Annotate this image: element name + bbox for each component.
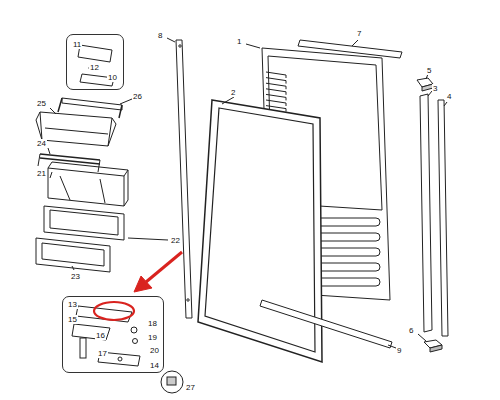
highlight-arrow — [146, 252, 182, 282]
callout-number: 26 — [132, 92, 143, 101]
leader-line — [246, 44, 260, 48]
leader-line — [222, 97, 234, 104]
bottom-trim — [260, 300, 392, 348]
dairy-bin — [48, 168, 124, 206]
callout-number: 11 — [72, 40, 82, 49]
callout-number: 3 — [432, 84, 438, 93]
side-trim — [176, 40, 192, 318]
callout-number: 17 — [97, 349, 108, 358]
callout-number: 18 — [147, 319, 158, 328]
callout-number: 15 — [67, 315, 78, 324]
callout-number: 22 — [170, 236, 181, 245]
callout-number: 4 — [446, 92, 452, 101]
door-gasket — [198, 100, 322, 362]
callout-number: 5 — [426, 66, 432, 75]
callout-number: 2 — [230, 88, 236, 97]
highlight-ellipse — [94, 302, 134, 320]
shelf-bar — [40, 154, 100, 164]
leader-line — [352, 40, 358, 46]
callout-number: 21 — [36, 169, 47, 178]
detail-circle — [161, 371, 183, 393]
callout-number: 24 — [36, 139, 47, 148]
callout-number: 13 — [67, 300, 78, 309]
bin-frame — [36, 238, 110, 272]
hinge-bracket — [78, 45, 112, 62]
callout-number: 1 — [236, 37, 242, 46]
callout-number: 8 — [157, 31, 163, 40]
callout-number: 19 — [147, 333, 158, 342]
hinge-trim — [420, 94, 432, 332]
callout-number: 7 — [356, 29, 362, 38]
callout-number: 20 — [149, 346, 160, 355]
callout-number: 12 — [89, 63, 100, 72]
callout-number: 9 — [396, 346, 402, 355]
callout-number: 23 — [70, 272, 81, 281]
handle-trim — [438, 100, 448, 336]
callout-number: 10 — [107, 73, 118, 82]
callout-number: 27 — [185, 383, 196, 392]
callout-number: 6 — [408, 326, 414, 335]
leader-line — [167, 38, 175, 42]
shelf-bar — [62, 98, 122, 110]
callout-number: 14 — [149, 361, 160, 370]
bin-front — [44, 206, 124, 240]
callout-number: 16 — [95, 331, 106, 340]
inset-box: 13 15 18 19 16 20 17 14 — [62, 296, 164, 373]
callout-number: 25 — [36, 99, 47, 108]
arrow-head — [134, 276, 152, 292]
inset-box: 11 12 10 — [66, 34, 124, 90]
door-shelf — [40, 112, 112, 146]
